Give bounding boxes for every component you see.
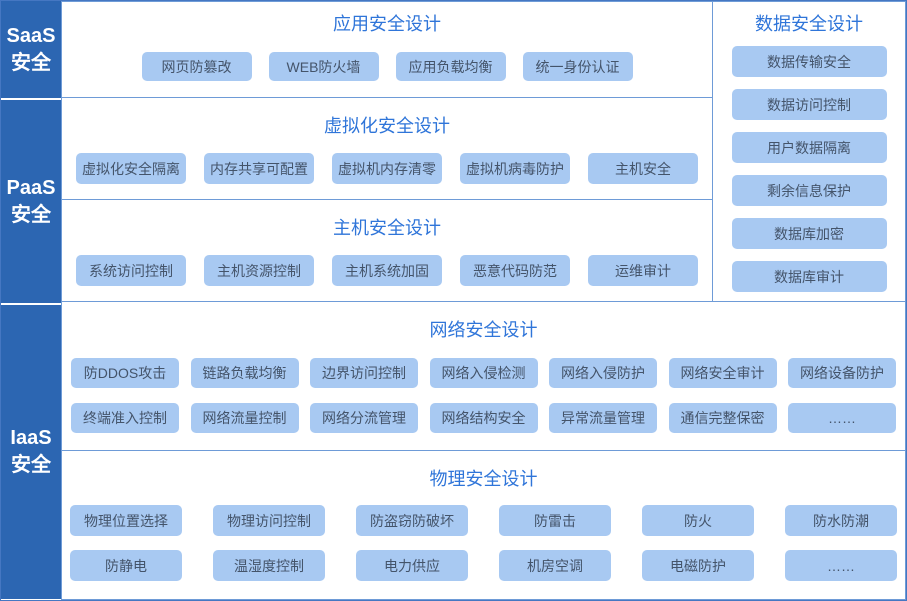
sidebar-layer-label: 安全 bbox=[11, 454, 51, 476]
security-item-ellipsis: …… bbox=[785, 550, 897, 581]
chip-row: 虚拟化安全隔离 内存共享可配置 虚拟机内存清零 虚拟机病毒防护 主机安全 bbox=[62, 153, 712, 184]
security-item-ellipsis: …… bbox=[788, 403, 896, 433]
security-item: 数据访问控制 bbox=[731, 89, 887, 120]
security-item: 内存共享可配置 bbox=[204, 153, 314, 184]
security-item: 网络安全审计 bbox=[668, 358, 777, 388]
security-item: 防雷击 bbox=[499, 505, 611, 536]
sidebar-layer-label: 安全 bbox=[11, 51, 51, 74]
security-item: 虚拟化安全隔离 bbox=[76, 153, 186, 184]
section-application-security: 应用安全设计 网页防篡改 WEB防火墙 应用负载均衡 统一身份认证 bbox=[61, 1, 712, 98]
section-title: 数据安全设计 bbox=[755, 14, 863, 34]
security-item: 网络流量控制 bbox=[190, 403, 299, 433]
security-item: 网络入侵检测 bbox=[429, 358, 538, 388]
security-item: 防水防潮 bbox=[785, 505, 897, 536]
security-item: 数据传输安全 bbox=[731, 46, 887, 77]
security-item: 虚拟机病毒防护 bbox=[460, 153, 570, 184]
chip-column: 数据传输安全 数据访问控制 用户数据隔离 剩余信息保护 数据库加密 数据库审计 bbox=[713, 46, 905, 292]
chip-row: 系统访问控制 主机资源控制 主机系统加固 恶意代码防范 运维审计 bbox=[62, 255, 712, 286]
security-item: 防DDOS攻击 bbox=[71, 358, 179, 388]
section-network-security: 网络安全设计 防DDOS攻击 链路负载均衡 边界访问控制 网络入侵检测 网络入侵… bbox=[61, 302, 906, 451]
security-item: 统一身份认证 bbox=[522, 52, 633, 81]
security-item: 物理位置选择 bbox=[70, 505, 182, 536]
security-item: 运维审计 bbox=[588, 255, 698, 286]
security-item: 链路负载均衡 bbox=[190, 358, 299, 388]
security-item: 网络结构安全 bbox=[429, 403, 538, 433]
security-item: 数据库加密 bbox=[731, 218, 887, 249]
chip-row: 防DDOS攻击 链路负载均衡 边界访问控制 网络入侵检测 网络入侵防护 网络安全… bbox=[62, 358, 905, 388]
security-item: 电力供应 bbox=[356, 550, 468, 581]
security-item: 虚拟机内存清零 bbox=[332, 153, 442, 184]
sidebar-layer-label: 安全 bbox=[11, 203, 51, 226]
section-title: 应用安全设计 bbox=[333, 14, 441, 34]
chip-row: 防静电 温湿度控制 电力供应 机房空调 电磁防护 …… bbox=[62, 550, 905, 581]
section-title: 主机安全设计 bbox=[333, 218, 441, 238]
security-item: 防静电 bbox=[70, 550, 182, 581]
section-physical-security: 物理安全设计 物理位置选择 物理访问控制 防盗窃防破坏 防雷击 防火 防水防潮 … bbox=[61, 451, 906, 600]
security-item: 防盗窃防破坏 bbox=[356, 505, 468, 536]
security-item: 网络入侵防护 bbox=[549, 358, 657, 388]
chip-row: 网页防篡改 WEB防火墙 应用负载均衡 统一身份认证 bbox=[62, 52, 712, 81]
security-item: 电磁防护 bbox=[642, 550, 754, 581]
security-item: 主机资源控制 bbox=[204, 255, 314, 286]
security-item: 温湿度控制 bbox=[213, 550, 325, 581]
sidebar-layer-label: IaaS bbox=[10, 427, 52, 449]
security-item: 恶意代码防范 bbox=[460, 255, 570, 286]
security-item: 机房空调 bbox=[499, 550, 611, 581]
security-item: 边界访问控制 bbox=[310, 358, 418, 388]
security-item: 用户数据隔离 bbox=[731, 132, 887, 163]
security-item: 数据库审计 bbox=[731, 261, 887, 292]
security-item: 主机安全 bbox=[588, 153, 698, 184]
security-item: 网络分流管理 bbox=[310, 403, 418, 433]
sidebar-layer-iaas: IaaS 安全 bbox=[1, 305, 61, 599]
security-item: WEB防火墙 bbox=[268, 52, 379, 81]
security-item: 应用负载均衡 bbox=[395, 52, 506, 81]
security-item: 主机系统加固 bbox=[332, 255, 442, 286]
section-title: 网络安全设计 bbox=[429, 320, 538, 340]
section-data-security: 数据安全设计 数据传输安全 数据访问控制 用户数据隔离 剩余信息保护 数据库加密… bbox=[712, 1, 906, 302]
security-item: 异常流量管理 bbox=[549, 403, 657, 433]
chip-row: 终端准入控制 网络流量控制 网络分流管理 网络结构安全 异常流量管理 通信完整保… bbox=[62, 403, 905, 433]
sidebar-layer-label: SaaS bbox=[6, 24, 56, 47]
section-virtualization-security: 虚拟化安全设计 虚拟化安全隔离 内存共享可配置 虚拟机内存清零 虚拟机病毒防护 … bbox=[61, 98, 712, 200]
sidebar-layer-saas: SaaS 安全 bbox=[1, 1, 61, 98]
security-item: 通信完整保密 bbox=[668, 403, 777, 433]
sidebar-layer-label: PaaS bbox=[6, 176, 56, 199]
security-item: 终端准入控制 bbox=[71, 403, 179, 433]
security-item: 物理访问控制 bbox=[213, 505, 325, 536]
security-item: 剩余信息保护 bbox=[731, 175, 887, 206]
security-item: 网络设备防护 bbox=[788, 358, 896, 388]
section-title: 虚拟化安全设计 bbox=[324, 116, 450, 136]
security-item: 系统访问控制 bbox=[76, 255, 186, 286]
section-host-security: 主机安全设计 系统访问控制 主机资源控制 主机系统加固 恶意代码防范 运维审计 bbox=[61, 200, 712, 302]
sidebar-layer-paas: PaaS 安全 bbox=[1, 100, 61, 303]
chip-row: 物理位置选择 物理访问控制 防盗窃防破坏 防雷击 防火 防水防潮 bbox=[62, 505, 905, 536]
section-title: 物理安全设计 bbox=[429, 469, 538, 489]
security-item: 网页防篡改 bbox=[141, 52, 252, 81]
security-item: 防火 bbox=[642, 505, 754, 536]
